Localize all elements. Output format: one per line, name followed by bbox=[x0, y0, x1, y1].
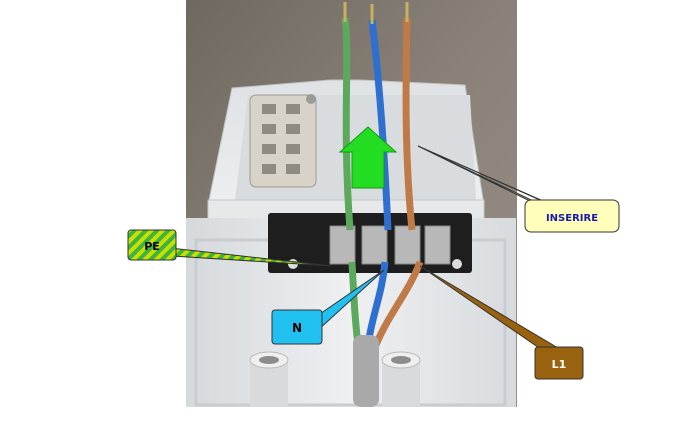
terminal-block bbox=[268, 213, 472, 273]
n-label: N bbox=[292, 321, 302, 335]
wire-pe-upper bbox=[341, 17, 354, 231]
photo bbox=[186, 0, 517, 407]
n-callout bbox=[271, 309, 323, 345]
cable-sheath bbox=[353, 335, 379, 407]
mounting-post-left bbox=[249, 351, 289, 407]
wire-l1-upper bbox=[402, 17, 416, 231]
inserire-callout bbox=[524, 199, 620, 233]
inserire-label: INSERIRE bbox=[546, 213, 598, 224]
mounting-post-right bbox=[381, 351, 421, 407]
l1-label: L1 bbox=[552, 358, 567, 371]
insert-arrow bbox=[338, 126, 398, 189]
wire-n-upper bbox=[368, 19, 392, 231]
pe-callout bbox=[127, 229, 177, 261]
wire-l1-lower bbox=[372, 260, 424, 347]
socket-insert bbox=[249, 94, 317, 188]
pe-label: PE bbox=[144, 240, 160, 253]
l1-callout bbox=[534, 346, 584, 380]
